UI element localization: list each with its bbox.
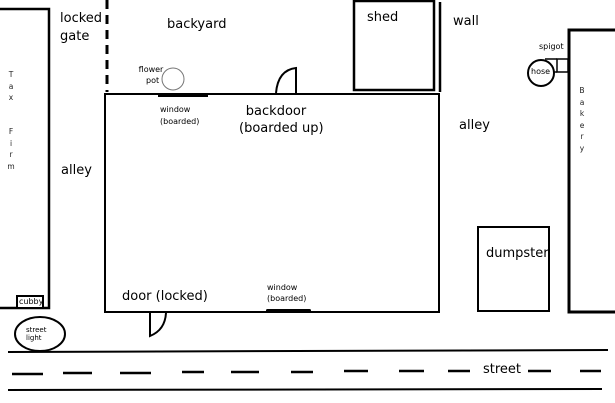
top-window-label-line2: (boarded) xyxy=(160,117,200,126)
street-light-label-line1: street xyxy=(26,326,47,334)
bottom-window-label-line1: window xyxy=(267,283,298,292)
spigot-label: spigot xyxy=(539,42,564,51)
bakery-building xyxy=(567,28,615,314)
front-door-swing-icon xyxy=(149,312,167,338)
backdoor-swing-icon xyxy=(275,66,297,94)
spigot-icon xyxy=(556,58,569,73)
street-edge-top xyxy=(7,349,609,353)
flower-pot-label-line1: flower xyxy=(138,65,164,74)
backdoor-label-line1: backdoor xyxy=(245,104,307,119)
street-light-label-line2: light xyxy=(26,334,42,342)
street-label: street xyxy=(483,362,522,377)
bottom-window-boarded xyxy=(266,309,311,313)
alley-right-label: alley xyxy=(459,118,490,133)
bakery-vertical-label: B a k e r y xyxy=(579,86,585,153)
cubby-box xyxy=(16,295,44,309)
top-window-label-line1: window xyxy=(160,105,191,114)
street-center-dashes xyxy=(12,369,601,376)
cubby-label: cubby xyxy=(19,297,44,306)
locked-gate-label-line2: gate xyxy=(60,29,90,44)
shed-label: shed xyxy=(367,10,399,25)
tax-firm-vertical-label: T a x F i r m xyxy=(7,70,15,171)
street-edge-bottom xyxy=(7,388,603,391)
flower-pot-icon xyxy=(161,67,185,91)
front-door-label: door (locked) xyxy=(122,289,208,304)
dumpster-label: dumpster xyxy=(486,246,549,261)
top-window-boarded xyxy=(158,93,208,97)
hose-label: hose xyxy=(531,67,551,76)
shed-building xyxy=(352,0,436,92)
dumpster-box xyxy=(477,226,550,312)
backyard-label: backyard xyxy=(167,17,227,32)
wall-label: wall xyxy=(453,14,479,29)
backdoor-label-line2: (boarded up) xyxy=(239,121,324,136)
bottom-window-label-line2: (boarded) xyxy=(267,294,307,303)
locked-gate-label-line1: locked xyxy=(60,11,103,26)
alley-left-label: alley xyxy=(61,163,92,178)
hose-icon xyxy=(527,59,555,87)
flower-pot-label-line2: pot xyxy=(146,76,160,85)
